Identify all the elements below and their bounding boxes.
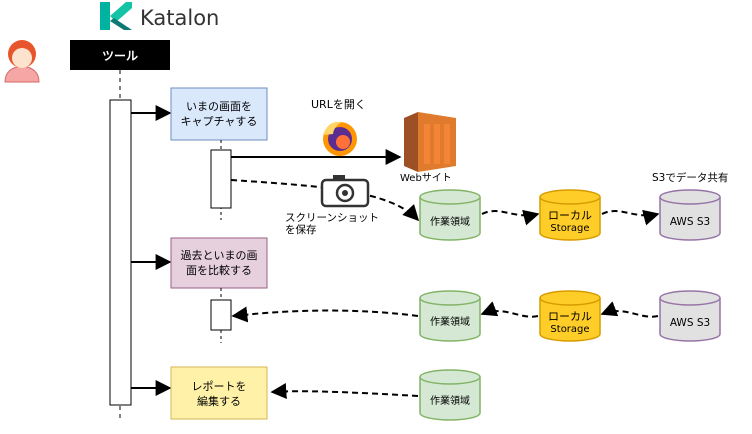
step-compare-line1: 過去といまの画 bbox=[181, 249, 258, 262]
open-url-label: URLを開く bbox=[311, 98, 366, 111]
local-storage-2-line2: Storage bbox=[550, 324, 589, 335]
local-to-s3-arrow bbox=[601, 209, 660, 226]
work-area-store-2 bbox=[419, 290, 481, 342]
aws-s3-store-2 bbox=[659, 290, 721, 342]
website-server-icon bbox=[404, 112, 456, 172]
local-storage-1-line1: ローカル bbox=[548, 209, 592, 222]
capture-activation bbox=[210, 149, 232, 209]
work-to-compare-arrow bbox=[231, 306, 419, 323]
brand-name: Katalon bbox=[140, 6, 219, 30]
step-report-line1: レポートを bbox=[192, 380, 247, 393]
screenshot-arrow bbox=[230, 179, 420, 222]
compare-activation bbox=[210, 299, 232, 331]
aws-s3-label-1: AWS S3 bbox=[670, 216, 710, 228]
firefox-icon bbox=[323, 121, 357, 156]
aws-s3-label-2: AWS S3 bbox=[670, 317, 710, 329]
local-to-work-arrow bbox=[480, 301, 539, 318]
screenshot-label-line1: スクリーンショット bbox=[285, 212, 379, 224]
step-capture-line2: キャプチャする bbox=[181, 115, 258, 128]
step-report-box bbox=[170, 366, 268, 420]
local-storage-2 bbox=[539, 290, 601, 342]
step-compare-box bbox=[170, 237, 268, 289]
work-to-report-arrow bbox=[270, 382, 419, 399]
work-area-store-1 bbox=[419, 189, 481, 241]
aws-s3-store-1 bbox=[659, 189, 721, 241]
s3-to-local-arrow bbox=[600, 301, 659, 318]
katalon-logo: Katalon bbox=[100, 2, 219, 30]
s3-share-label: S3でデータ共有 bbox=[652, 171, 728, 184]
work-to-local-arrow bbox=[481, 209, 540, 226]
camera-icon bbox=[320, 175, 370, 208]
local-storage-2-line1: ローカル bbox=[548, 310, 592, 323]
local-storage-1 bbox=[539, 189, 601, 241]
katalon-mark-icon bbox=[100, 2, 110, 30]
work-area-label-3: 作業領域 bbox=[430, 394, 470, 407]
step-report-line2: 編集する bbox=[197, 394, 241, 408]
step-capture-box bbox=[170, 87, 268, 141]
website-label: Webサイト bbox=[400, 172, 452, 184]
step-capture-line1: いまの画面を bbox=[186, 100, 252, 113]
user-avatar-icon bbox=[4, 40, 40, 83]
lifeline-title: ツール bbox=[102, 49, 138, 63]
work-area-label-1: 作業領域 bbox=[430, 215, 470, 228]
step-compare-line2: 面を比較する bbox=[186, 263, 252, 277]
lifeline-header bbox=[70, 40, 170, 70]
local-storage-1-line2: Storage bbox=[550, 223, 589, 234]
screenshot-label-line2: を保存 bbox=[285, 223, 317, 236]
work-area-label-2: 作業領域 bbox=[430, 315, 470, 328]
activation-bar bbox=[109, 99, 132, 406]
work-area-store-3 bbox=[419, 369, 481, 421]
